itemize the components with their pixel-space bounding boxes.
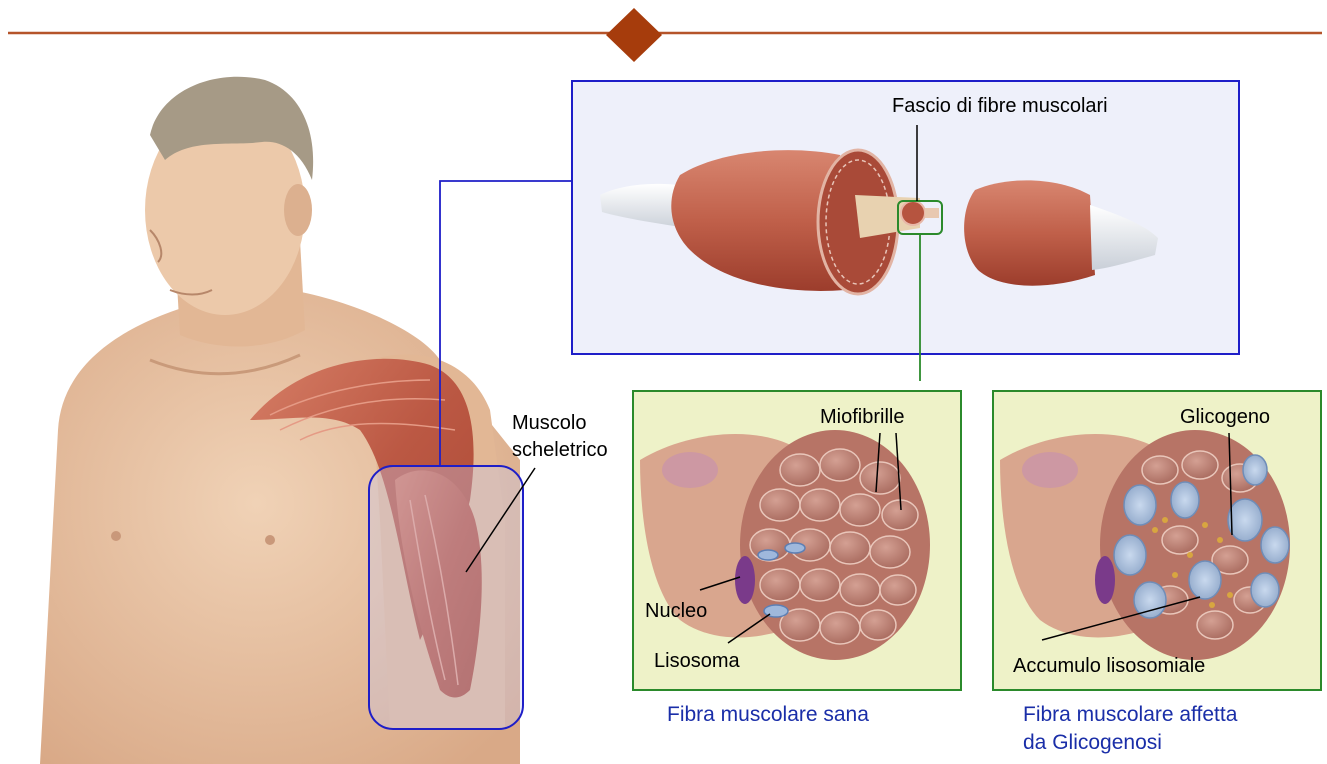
label-lysosomal-accumulation: Accumulo lisosomiale [1013,655,1205,677]
label-glycogen: Glicogeno [1180,406,1270,428]
header-divider [8,8,1322,62]
caption-healthy-fiber: Fibra muscolare sana [667,703,869,726]
label-lysosome: Lisosoma [654,650,740,672]
label-skeletal-muscle-line1: Muscolo [512,412,586,434]
label-myofibrils: Miofibrille [820,406,904,428]
caption-affected-fiber-line2: da Glicogenosi [1023,731,1162,754]
bundle-panel: Fascio di fibre muscolari [572,81,1239,354]
affected-fiber-panel: Glicogeno Accumulo lisosomiale [993,391,1321,690]
header-diamond [606,8,662,62]
nucleus-shape [735,556,755,604]
label-skeletal-muscle-line2: scheletrico [512,439,608,461]
arm-highlight-frame [369,466,523,729]
healthy-fiber-panel: Miofibrille Nucleo Lisosoma [633,391,961,690]
label-nucleus: Nucleo [645,600,707,622]
label-fiber-bundle: Fascio di fibre muscolari [892,95,1108,117]
caption-affected-fiber-line1: Fibra muscolare affetta [1023,703,1238,726]
